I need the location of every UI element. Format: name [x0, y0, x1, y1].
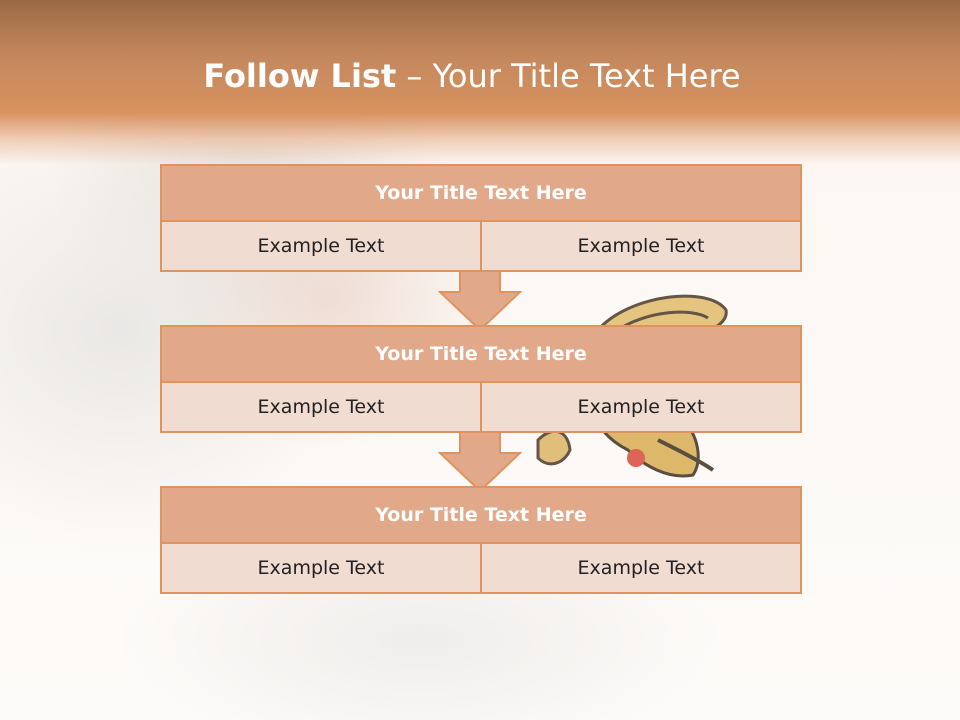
step-3: Your Title Text Here Example Text Exampl… [160, 486, 802, 594]
slide-title-rest: – Your Title Text Here [396, 57, 741, 95]
slide-title-bold: Follow List [203, 57, 397, 95]
down-arrow-icon [438, 431, 522, 493]
step-cell-left: Example Text [160, 383, 482, 433]
step-title: Your Title Text Here [160, 164, 802, 222]
step-cell-right: Example Text [482, 222, 802, 272]
slide-title: Follow List – Your Title Text Here [0, 54, 944, 98]
step-cell-left: Example Text [160, 222, 482, 272]
step-1: Your Title Text Here Example Text Exampl… [160, 164, 802, 272]
step-cell-right: Example Text [482, 383, 802, 433]
down-arrow-icon [438, 270, 522, 332]
step-title: Your Title Text Here [160, 325, 802, 383]
step-2: Your Title Text Here Example Text Exampl… [160, 325, 802, 433]
step-cell-left: Example Text [160, 544, 482, 594]
step-cell-right: Example Text [482, 544, 802, 594]
step-title: Your Title Text Here [160, 486, 802, 544]
header-band [0, 0, 960, 165]
